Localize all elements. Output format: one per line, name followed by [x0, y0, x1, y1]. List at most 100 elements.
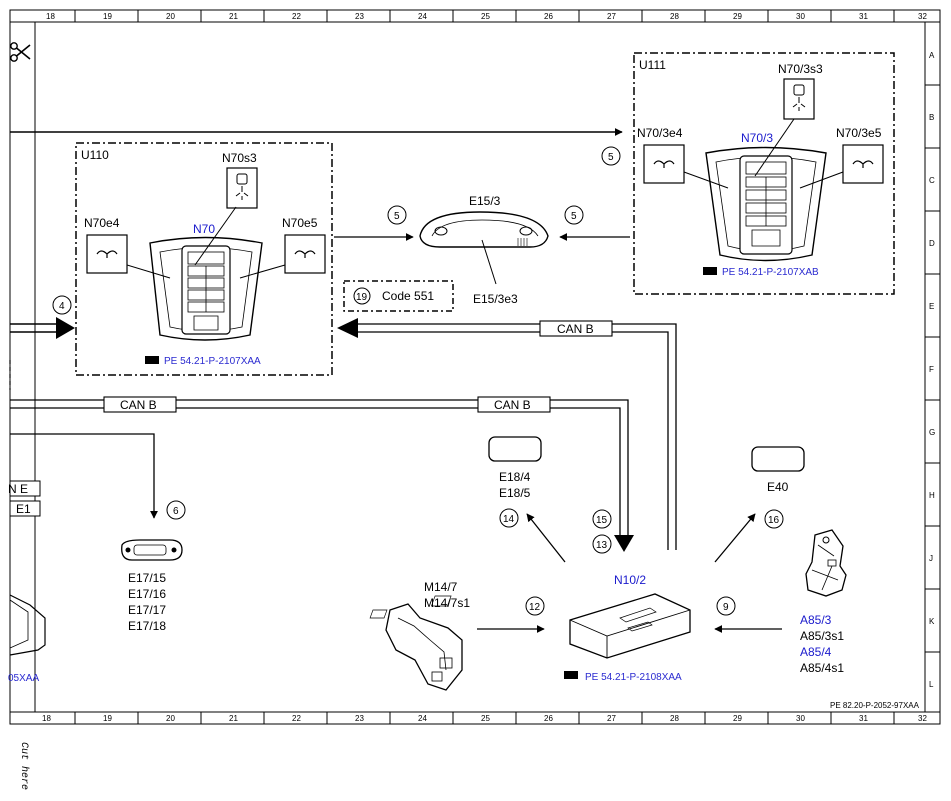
- reference-link-u110-text[interactable]: PE 54.21-P-2107XAA: [164, 356, 261, 367]
- e15-3-label: E15/3: [469, 194, 501, 208]
- a85-4-label: A85/4: [800, 645, 832, 659]
- callout-number: 12: [529, 602, 541, 613]
- reference-link-u110[interactable]: PE 54.21-P-2107XAA: [145, 356, 261, 367]
- callout-15: 15: [592, 509, 612, 529]
- n70-3s3-switch: [783, 78, 815, 120]
- n10-2-label: N10/2: [614, 573, 646, 587]
- ruler-bottom-num: 32: [918, 714, 927, 723]
- lamp-icon: [294, 250, 316, 258]
- n70-3s3-label: N70/3s3: [778, 62, 823, 76]
- n70-3e4-label: N70/3e4: [637, 126, 683, 140]
- callout-5b: 5: [564, 205, 584, 225]
- callout-number: 14: [503, 514, 515, 525]
- ruler-row-letter: E: [929, 302, 934, 311]
- ruler-top-num: 22: [292, 12, 301, 21]
- code-551-label: Code 551: [382, 289, 434, 303]
- can-b-line-1: CAN B: [337, 318, 677, 550]
- ruler-row-letter: C: [929, 176, 935, 185]
- callout-5c: 5: [601, 146, 621, 166]
- ruler-top-num: 29: [733, 12, 742, 21]
- code-551-box: 19 Code 551: [343, 280, 454, 312]
- n70e4-label: N70e4: [84, 216, 120, 230]
- callout-13: 13: [592, 534, 612, 554]
- reference-link-u111-text[interactable]: PE 54.21-P-2107XAB: [722, 267, 819, 278]
- n70e5-label: N70e5: [282, 216, 318, 230]
- ruler-bottom-num: 28: [670, 714, 679, 723]
- u111-label: U111: [639, 58, 666, 72]
- e40-label: E40: [767, 480, 789, 494]
- ruler-bottom-num: 19: [103, 714, 112, 723]
- ruler-bottom: 18 19 20 21 22 23 24 25 26 27 28 29 30 3…: [42, 712, 927, 724]
- e17-18-label: E17/18: [128, 619, 166, 633]
- callout-number: 19: [356, 292, 368, 303]
- ruler-top-num: 25: [481, 12, 490, 21]
- ruler-bottom-num: 30: [796, 714, 805, 723]
- n70s3-label: N70s3: [222, 151, 257, 165]
- ruler-bottom-num: 24: [418, 714, 427, 723]
- ruler-top-num: 31: [859, 12, 868, 21]
- e17-15-label: E17/15: [128, 571, 166, 585]
- a85-4s1-label: A85/4s1: [800, 661, 844, 675]
- callout-number: 13: [596, 540, 608, 551]
- ruler-right: A B C D E F G H J K L: [925, 51, 940, 689]
- overhead-control-panel-n70: [126, 206, 286, 341]
- m14-7-label: M14/7: [424, 580, 458, 594]
- e18-4-label: E18/4: [499, 470, 531, 484]
- ruler-top-num: 24: [418, 12, 427, 21]
- a85-3s1-label: A85/3s1: [800, 629, 844, 643]
- ruler-bottom-num: 27: [607, 714, 616, 723]
- ruler-top-num: 28: [670, 12, 679, 21]
- can-b-label: CAN B: [557, 322, 594, 336]
- cut-here-label: Cut here: [18, 742, 30, 790]
- callout-number: 16: [768, 515, 780, 526]
- callout-4: 4: [52, 295, 72, 315]
- ruler-bottom-num: 25: [481, 714, 490, 723]
- callout-number: 6: [173, 506, 179, 517]
- ruler-top-num: 19: [103, 12, 112, 21]
- ruler-row-letter: D: [929, 239, 935, 248]
- ruler-top-num: 26: [544, 12, 553, 21]
- ruler-top-num: 21: [229, 12, 238, 21]
- m14-7s1-label: M14/7s1: [424, 596, 470, 610]
- a85-door-lock: A85/3 A85/3s1 A85/4 A85/4s1: [800, 529, 847, 675]
- ruler-row-letter: K: [929, 617, 935, 626]
- ruler-bottom-num: 20: [166, 714, 175, 723]
- ruler-top-num: 23: [355, 12, 364, 21]
- callout-14: 14: [499, 508, 519, 528]
- ruler-bottom-num: 29: [733, 714, 742, 723]
- callout-9: 9: [716, 596, 736, 616]
- ruler-top-num: 20: [166, 12, 175, 21]
- e17-lamp: E17/15 E17/16 E17/17 E17/18: [121, 539, 183, 633]
- lamp-icon: [96, 250, 118, 258]
- n70-3e5-lamp: [842, 144, 884, 184]
- left-e1-label: E1: [16, 502, 31, 516]
- ruler-row-letter: B: [929, 113, 934, 122]
- m14-7-motor: M14/7 M14/7s1: [385, 580, 470, 691]
- e18-lamp: E18/4 E18/5: [488, 436, 542, 500]
- lamp-icon: [852, 160, 874, 168]
- u110-label: U110: [81, 148, 109, 162]
- ruler-row-letter: H: [929, 491, 935, 500]
- callout-number: 4: [59, 301, 65, 312]
- can-b-label: CAN B: [120, 398, 157, 412]
- callout-5a: 5: [387, 205, 407, 225]
- reference-link-u111[interactable]: PE 54.21-P-2107XAB: [703, 267, 819, 278]
- ruler-bottom-num: 18: [42, 714, 51, 723]
- n70e5-lamp: [284, 234, 326, 274]
- document-code: PE 82.20-P-2052-97XAA: [830, 701, 920, 710]
- ruler-top: 18 19 20 21 22 23 24 25 26 27 28 29 30 3…: [46, 10, 927, 22]
- arrow-to-e18: [526, 513, 566, 563]
- lamp-switch-icon: [235, 173, 249, 200]
- e15-3e3-label: E15/3e3: [473, 292, 518, 306]
- reference-link-n10-2-text[interactable]: PE 54.21-P-2108XAA: [585, 672, 682, 683]
- left-ref-label: 05XAA: [8, 673, 39, 684]
- ruler-bottom-num: 21: [229, 714, 238, 723]
- ruler-bottom-num: 23: [355, 714, 364, 723]
- ruler-row-letter: J: [929, 554, 933, 563]
- ruler-row-letter: F: [929, 365, 934, 374]
- callout-number: 9: [723, 602, 729, 613]
- reference-link-n10-2[interactable]: PE 54.21-P-2108XAA: [564, 671, 682, 683]
- n70-label: N70: [193, 222, 215, 236]
- ruler-top-num: 27: [607, 12, 616, 21]
